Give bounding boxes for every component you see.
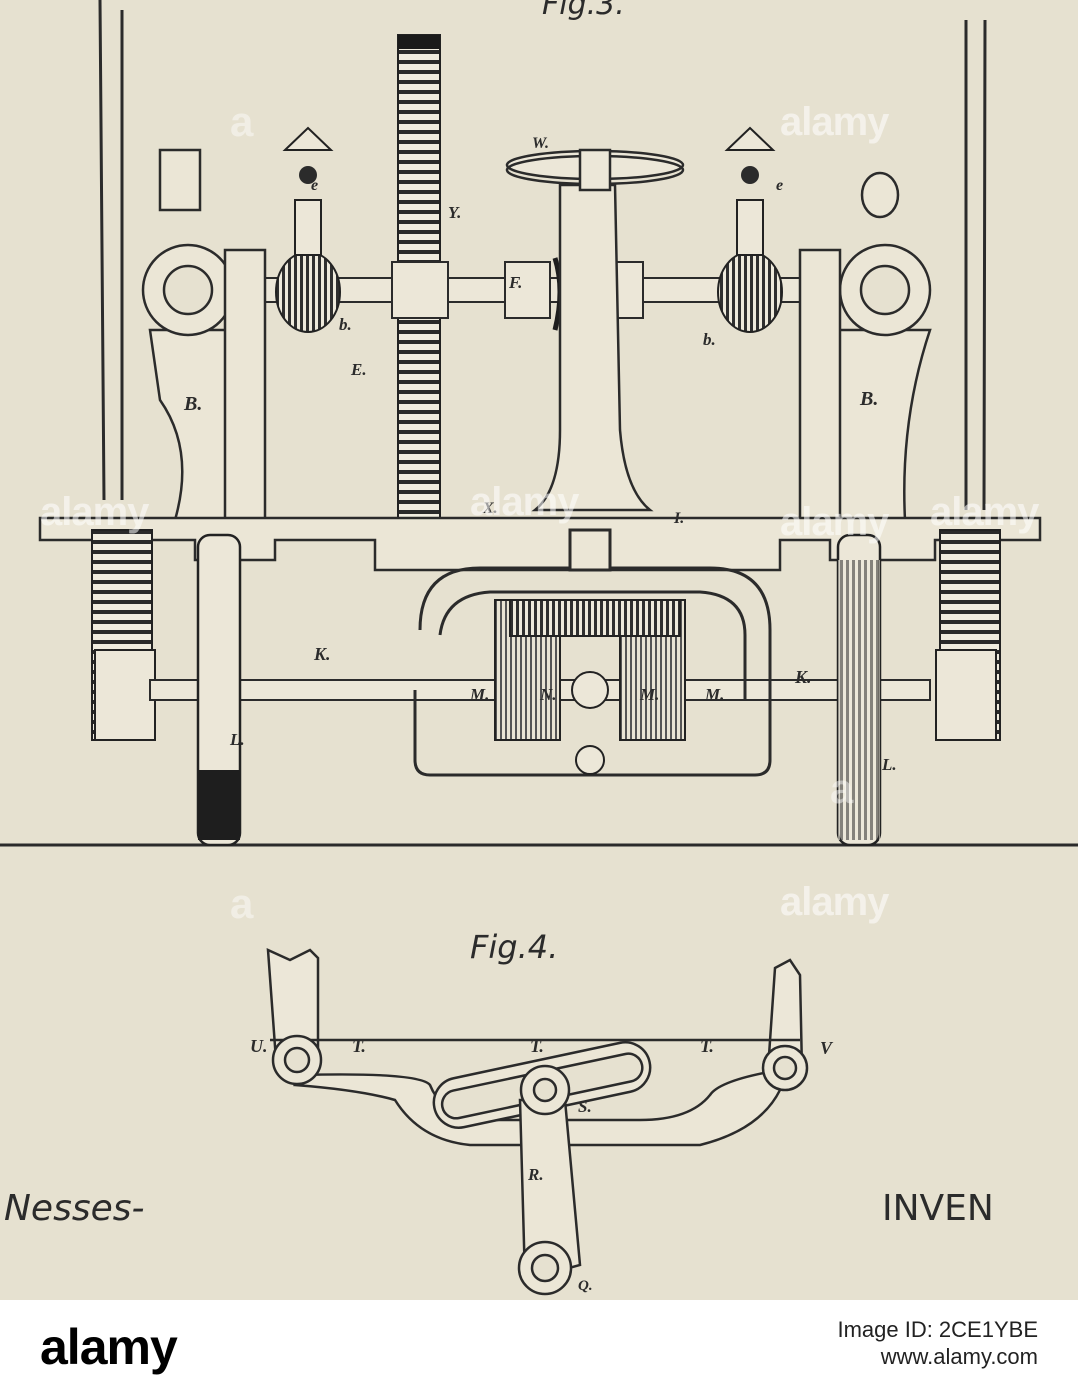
image-id: Image ID: 2CE1YBE — [837, 1316, 1038, 1343]
watermark: a — [230, 880, 253, 928]
label-T-left: T. — [352, 1036, 366, 1056]
label-L-right: L. — [881, 755, 897, 774]
label-b-right: b. — [703, 330, 716, 349]
label-W: W. — [532, 135, 549, 152]
watermark: a — [830, 765, 853, 813]
label-N: N. — [539, 685, 557, 704]
label-M-right: M. — [704, 685, 724, 704]
label-Y: Y. — [448, 203, 461, 222]
hand-wheel-W — [507, 150, 683, 190]
inventor-text: INVEN — [882, 1188, 994, 1229]
watermark: alamy — [470, 480, 578, 525]
label-K-left: K. — [313, 644, 331, 664]
label-K-right: K. — [794, 667, 812, 687]
label-B-left: B. — [183, 393, 202, 415]
label-V: V — [820, 1038, 834, 1058]
label-I: I. — [673, 510, 684, 527]
site-url[interactable]: www.alamy.com — [837, 1343, 1038, 1370]
patent-drawing: Fig.3. W. e e Y. F. b. b. E. B. B. X. I.… — [0, 0, 1078, 1300]
label-T-mid: T. — [530, 1036, 544, 1056]
label-T-right: T. — [700, 1036, 714, 1056]
pedestal-left-B — [143, 150, 265, 520]
footer-image-info: Image ID: 2CE1YBE www.alamy.com — [837, 1316, 1038, 1370]
wheel-left-L — [198, 535, 240, 845]
fig4-title: Fig.4. — [470, 928, 558, 966]
watermark: alamy — [930, 490, 1038, 535]
fig3-title: Fig.3. — [542, 0, 625, 22]
label-e-left: e — [311, 177, 318, 194]
label-L-left: L. — [229, 730, 245, 749]
pedestal-right-B — [800, 173, 930, 520]
label-M-mid: M. — [639, 685, 659, 704]
label-E: E. — [350, 360, 367, 379]
label-M-left: M. — [469, 685, 489, 704]
side-fins-left — [92, 530, 155, 740]
watermark: alamy — [780, 100, 888, 145]
bevel-gear-left — [276, 128, 340, 332]
footer-logo[interactable]: alamy — [40, 1318, 177, 1376]
label-S: S. — [578, 1097, 592, 1116]
watermark: a — [230, 98, 253, 146]
label-B-right: B. — [859, 388, 878, 410]
witnesses-text: Nesses- — [4, 1188, 144, 1229]
patent-illustration: Fig.3. W. e e Y. F. b. b. E. B. B. X. I.… — [0, 0, 1078, 1300]
central-column — [535, 185, 650, 510]
label-R: R. — [527, 1165, 544, 1184]
watermark: alamy — [40, 490, 148, 535]
label-F: F. — [508, 273, 522, 292]
label-b-left: b. — [339, 315, 352, 334]
fig4-linkage — [268, 950, 807, 1294]
bevel-gear-right — [718, 128, 782, 332]
label-e-right: e — [776, 177, 783, 194]
label-U: U. — [250, 1036, 268, 1056]
watermark: alamy — [780, 880, 888, 925]
side-fins-right — [936, 530, 1000, 740]
base-frame — [40, 518, 1040, 570]
label-Q: Q. — [578, 1278, 593, 1294]
watermark: alamy — [780, 500, 888, 545]
stock-footer: alamy Image ID: 2CE1YBE www.alamy.com — [0, 1300, 1078, 1390]
